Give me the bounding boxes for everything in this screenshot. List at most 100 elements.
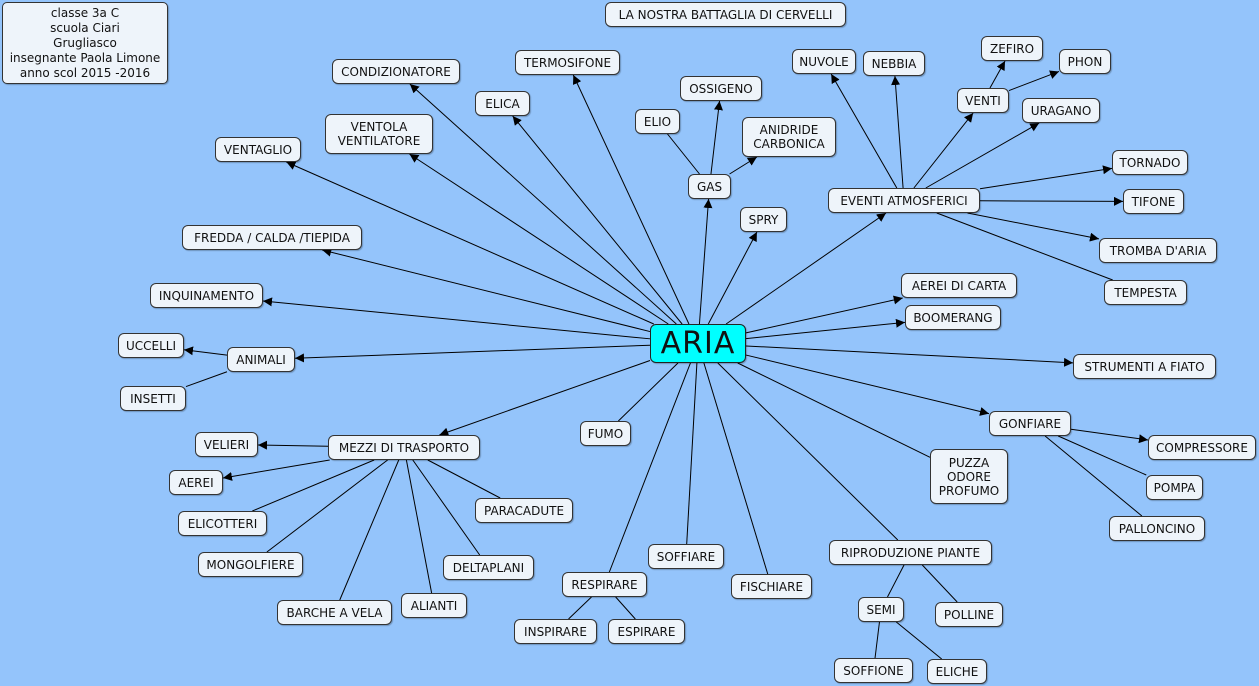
- link-semi-soffione: [874, 621, 880, 659]
- node-elica: ELICA: [475, 91, 530, 116]
- node-riproduzione: RIPRODUZIONE PIANTE: [829, 540, 992, 565]
- link-center-fredda: [322, 247, 651, 333]
- link-gas-elio: [667, 133, 700, 175]
- link-center-soffiare: [686, 362, 698, 545]
- link-center-spry: [707, 231, 758, 325]
- node-tifone: TIFONE: [1123, 189, 1184, 214]
- link-center-termosifone: [572, 74, 690, 325]
- link-center-riproduzione: [717, 362, 899, 541]
- node-compressore: COMPRESSORE: [1148, 435, 1256, 460]
- link-eventi-tornado: [979, 165, 1113, 190]
- node-semi: SEMI: [858, 597, 904, 622]
- link-semi-eliche: [896, 621, 942, 660]
- link-eventi-venti: [913, 112, 974, 189]
- node-puzza: PUZZA ODORE PROFUMO: [930, 449, 1008, 504]
- node-gas: GAS: [688, 174, 731, 199]
- link-eventi-tifone: [979, 196, 1124, 206]
- node-elio: ELIO: [635, 109, 680, 134]
- link-center-gonfiare: [745, 354, 990, 416]
- link-center-puzza: [737, 362, 931, 458]
- node-soffione: SOFFIONE: [834, 658, 913, 683]
- node-uccelli: UCCELLI: [118, 333, 184, 358]
- node-alianti: ALIANTI: [401, 593, 467, 618]
- node-gonfiare: GONFIARE: [989, 411, 1071, 436]
- node-mongolfiere: MONGOLFIERE: [198, 552, 303, 577]
- node-spry: SPRY: [740, 207, 787, 232]
- diagram-title: LA NOSTRA BATTAGLIA DI CERVELLI: [605, 2, 846, 27]
- link-mezzi-elicotteri: [252, 459, 375, 512]
- node-fredda: FREDDA / CALDA /TIEPIDA: [182, 225, 362, 250]
- node-tromba: TROMBA D'ARIA: [1099, 238, 1217, 263]
- node-fumo: FUMO: [580, 421, 631, 446]
- link-respirare-inspirare: [568, 596, 592, 620]
- node-nuvole: NUVOLE: [792, 49, 856, 74]
- node-nebbia: NEBBIA: [863, 51, 925, 76]
- link-center-eventi: [725, 212, 887, 325]
- center-node-aria: ARIA: [650, 324, 746, 363]
- node-mezzi: MEZZI DI TRASPORTO: [328, 435, 480, 460]
- link-mezzi-mongolfiere: [266, 459, 388, 553]
- node-deltaplani: DELTAPLANI: [443, 555, 534, 580]
- link-venti-phon: [1008, 70, 1060, 92]
- node-uragano: URAGANO: [1022, 98, 1100, 123]
- node-aerei: AEREI: [169, 470, 223, 495]
- node-eventi: EVENTI ATMOSFERICI: [828, 188, 980, 213]
- link-center-elica: [512, 115, 683, 325]
- node-anidride: ANIDRIDE CARBONICA: [742, 117, 836, 157]
- link-center-boomerang: [745, 318, 906, 340]
- link-animali-uccelli: [183, 346, 228, 356]
- node-phon: PHON: [1059, 49, 1111, 74]
- node-fischiare: FISCHIARE: [731, 574, 812, 599]
- link-mezzi-barche: [339, 459, 400, 601]
- node-insetti: INSETTI: [120, 386, 186, 411]
- link-mezzi-alianti: [405, 459, 433, 594]
- link-center-mezzi: [439, 360, 651, 437]
- link-mezzi-velieri: [257, 440, 329, 450]
- link-center-aereiCarta: [745, 295, 903, 334]
- node-paracadute: PARACADUTE: [475, 498, 573, 523]
- node-ossigeno: OSSIGENO: [680, 76, 762, 101]
- node-condizionatore: CONDIZIONATORE: [332, 59, 460, 84]
- node-ventaglio: VENTAGLIO: [215, 137, 301, 162]
- link-gonfiare-palloncino: [1044, 435, 1143, 517]
- node-aerei-carta: AEREI DI CARTA: [901, 273, 1017, 298]
- link-center-respirare: [608, 362, 691, 573]
- node-palloncino: PALLONCINO: [1109, 516, 1205, 541]
- link-center-ventaglio: [286, 161, 654, 325]
- node-velieri: VELIERI: [195, 432, 258, 457]
- node-eliche: ELICHE: [927, 659, 987, 684]
- link-eventi-uragano: [925, 122, 1040, 189]
- node-tornado: TORNADO: [1112, 150, 1188, 175]
- link-respirare-espirare: [615, 596, 636, 620]
- node-strumenti: STRUMENTI A FIATO: [1073, 354, 1216, 379]
- link-riproduzione-polline: [921, 564, 958, 603]
- link-center-fumo: [617, 362, 679, 422]
- link-center-gas: [698, 198, 713, 325]
- link-center-inquinamento: [262, 297, 651, 340]
- link-riproduzione-semi: [887, 564, 905, 598]
- link-gas-ossigeno: [710, 100, 723, 175]
- node-soffiare: SOFFIARE: [648, 544, 724, 569]
- link-eventi-nebbia: [891, 75, 904, 189]
- node-ventola: VENTOLA VENTILATORE: [325, 114, 433, 154]
- node-animali: ANIMALI: [227, 347, 295, 372]
- node-inquinamento: INQUINAMENTO: [150, 283, 263, 308]
- link-mezzi-paracadute: [427, 459, 501, 499]
- link-gonfiare-pompa: [1058, 435, 1147, 476]
- node-barche: BARCHE A VELA: [277, 600, 392, 625]
- info-box: classe 3a C scuola Ciari Grugliasco inse…: [2, 2, 168, 84]
- link-center-condizionatore: [409, 83, 677, 325]
- node-boomerang: BOOMERANG: [905, 305, 1001, 330]
- node-termosifone: TERMOSIFONE: [515, 50, 620, 75]
- link-mezzi-aerei: [222, 459, 330, 481]
- link-mezzi-deltaplani: [412, 459, 481, 556]
- link-eventi-tempesta: [936, 212, 1113, 281]
- link-center-animali: [294, 344, 651, 363]
- node-polline: POLLINE: [935, 602, 1003, 627]
- link-animali-insetti: [185, 371, 228, 388]
- link-eventi-nuvole: [830, 73, 898, 189]
- node-tempesta: TEMPESTA: [1104, 280, 1187, 305]
- link-center-ventola: [409, 153, 669, 325]
- node-venti: VENTI: [957, 88, 1009, 113]
